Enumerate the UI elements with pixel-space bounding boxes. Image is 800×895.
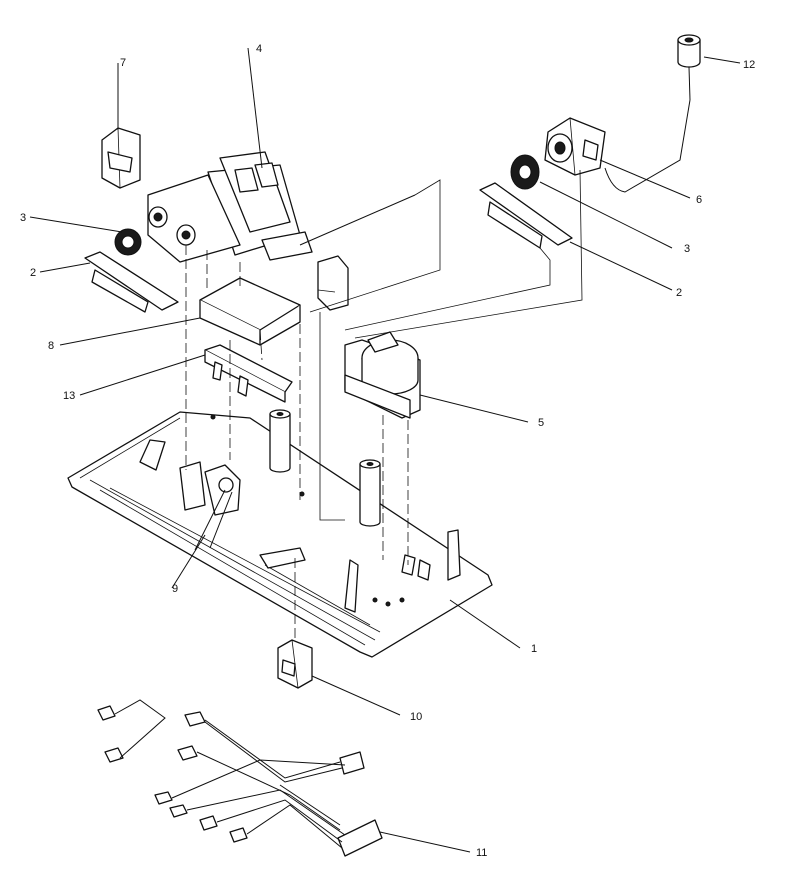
label-11: 11: [476, 847, 487, 859]
part-2-rack-left: [84, 251, 179, 313]
label-3-left: 3: [20, 212, 26, 224]
assembly-guide-lines: [185, 169, 583, 640]
label-10: 10: [410, 711, 422, 723]
part-10-relay: [277, 639, 313, 689]
part-3-gear-right: [510, 154, 540, 190]
part-8-plate: [199, 277, 301, 346]
part-2-rack-right: [479, 182, 573, 249]
part-6-control: [544, 99, 691, 193]
leader-lines: [29, 47, 741, 853]
label-2-left: 2: [30, 267, 36, 279]
label-13: 13: [63, 390, 75, 402]
label-8: 8: [48, 340, 54, 352]
part-5-motor-assembly: [344, 331, 421, 419]
latch-bracket: [317, 255, 349, 311]
callout-labels: 7 4 3 2 8 13 9 10 11 1 5 12 6 3 2: [20, 43, 755, 859]
part-13-bracket: [204, 344, 293, 403]
part-1-base-chassis: [67, 409, 493, 658]
part-3-gear-left: [114, 228, 142, 256]
label-5: 5: [538, 417, 544, 429]
label-3-right: 3: [684, 243, 690, 255]
label-2-right: 2: [676, 287, 682, 299]
label-12: 12: [743, 59, 755, 71]
part-7-block: [101, 127, 141, 189]
label-7: 7: [120, 57, 126, 69]
label-9: 9: [172, 583, 178, 595]
part-4-main-housing: [147, 151, 416, 263]
part-9-switch: [194, 464, 241, 551]
part-11-wire-harness: [97, 699, 383, 857]
part-12-sensor: [677, 34, 701, 101]
label-6: 6: [696, 194, 702, 206]
label-4: 4: [256, 43, 262, 55]
label-1: 1: [531, 643, 537, 655]
